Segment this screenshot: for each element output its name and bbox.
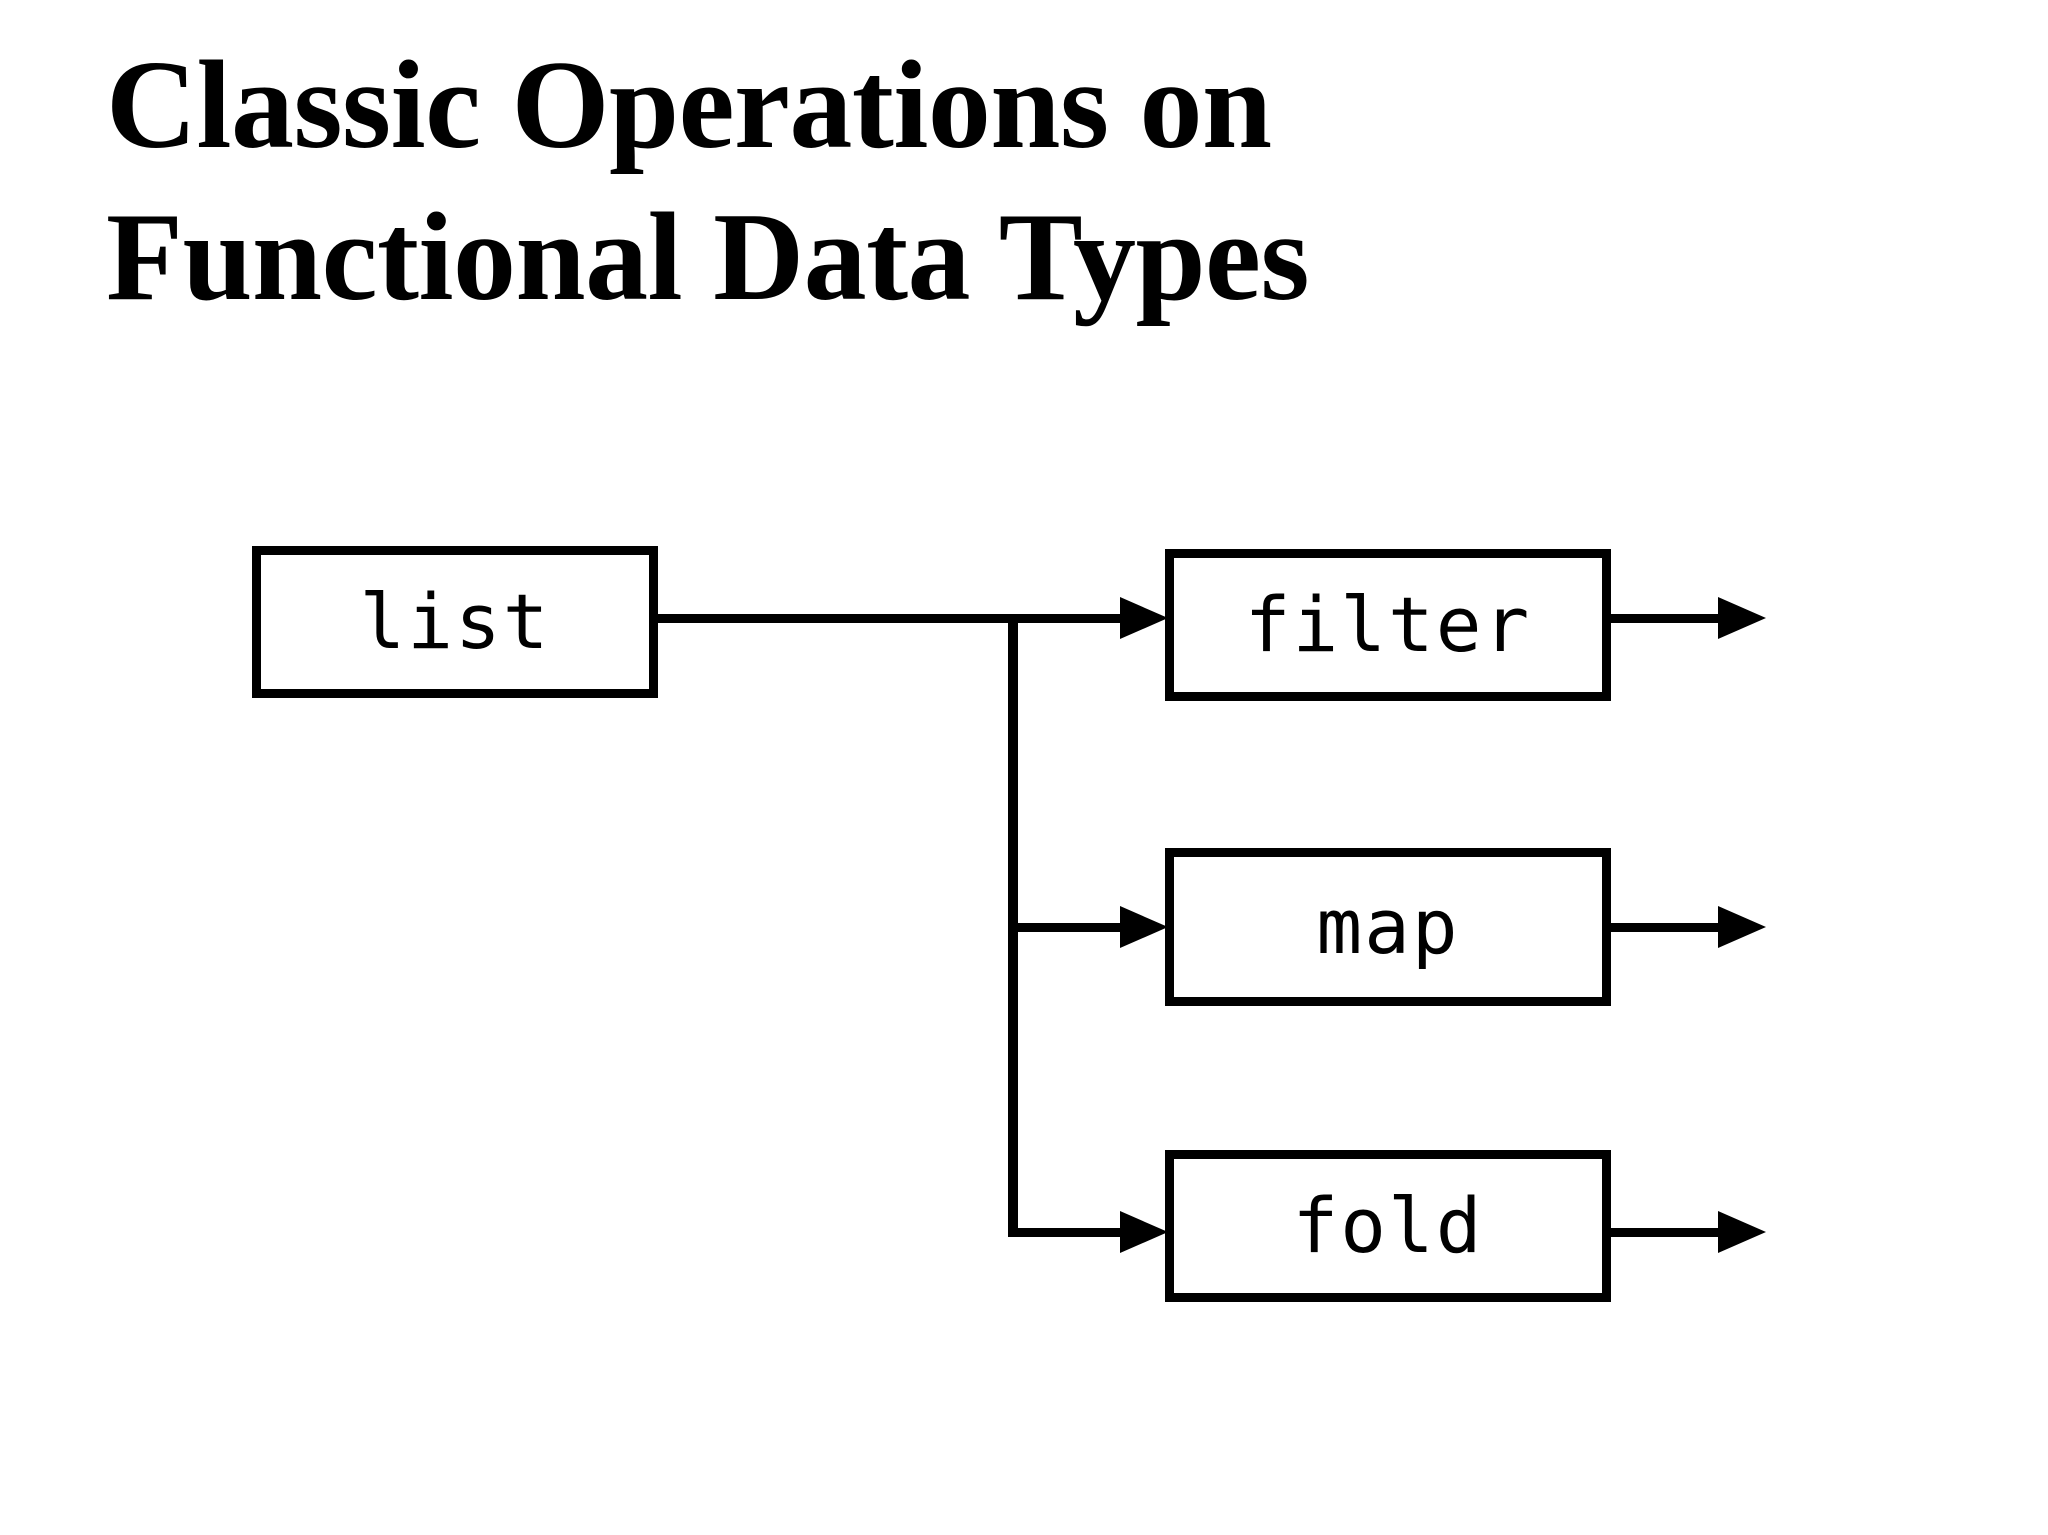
node-filter-label: filter bbox=[1244, 580, 1532, 669]
edge-trunk-to-fold bbox=[1008, 1228, 1128, 1237]
edge-map-to-output bbox=[1608, 923, 1726, 932]
edge-trunk-to-map bbox=[1008, 923, 1128, 932]
edge-list-to-trunk bbox=[654, 614, 1018, 623]
node-fold-label: fold bbox=[1292, 1181, 1484, 1270]
edge-filter-to-output bbox=[1608, 614, 1726, 623]
page-title: Classic Operations on Functional Data Ty… bbox=[106, 36, 1310, 327]
arrow-right-icon-fold-out bbox=[1718, 1211, 1766, 1253]
node-list[interactable]: list bbox=[252, 546, 658, 698]
node-filter[interactable]: filter bbox=[1165, 549, 1611, 701]
arrow-right-icon-filter-in bbox=[1120, 597, 1168, 639]
edge-fold-to-output bbox=[1608, 1228, 1726, 1237]
arrow-right-icon-filter-out bbox=[1718, 597, 1766, 639]
node-map-label: map bbox=[1316, 882, 1460, 971]
node-map[interactable]: map bbox=[1165, 848, 1611, 1006]
arrow-right-icon-map-in bbox=[1120, 906, 1168, 948]
edge-trunk-to-filter bbox=[1008, 614, 1128, 623]
arrow-right-icon-fold-in bbox=[1120, 1211, 1168, 1253]
node-list-label: list bbox=[359, 577, 551, 666]
node-fold[interactable]: fold bbox=[1165, 1150, 1611, 1302]
arrow-right-icon-map-out bbox=[1718, 906, 1766, 948]
